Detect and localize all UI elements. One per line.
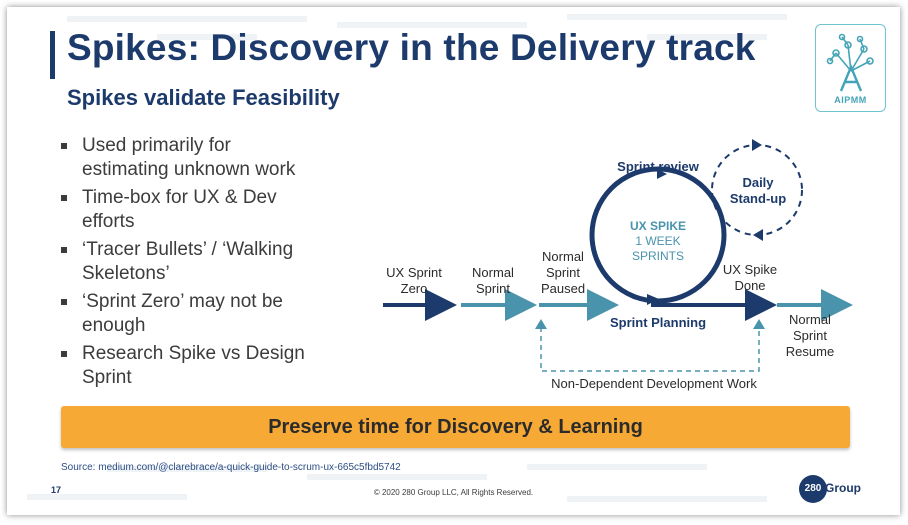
bullet-square-icon <box>61 247 67 253</box>
label-standup-2: Stand-up <box>730 191 786 206</box>
label-sprint-planning: Sprint Planning <box>610 315 706 330</box>
bullet-line: estimating unknown work <box>82 159 296 180</box>
label-resume-1: Normal <box>789 312 831 327</box>
bullet-line: Research Spike vs Design <box>82 343 305 364</box>
copyright-notice: © 2020 280 Group LLC, All Rights Reserve… <box>373 488 534 497</box>
bullet-item: ‘Tracer Bullets’ / ‘Walking Skeletons’ <box>57 238 357 286</box>
bullet-line: Time-box for UX & Dev <box>82 187 277 208</box>
label-ux-sprint-zero-2: Zero <box>401 281 428 296</box>
preserve-time-banner: Preserve time for Discovery & Learning <box>61 406 850 448</box>
bullet-line: efforts <box>82 211 135 232</box>
path-right-arrowhead-icon <box>753 319 765 329</box>
cycle-bottom-arrowhead-icon <box>647 294 659 305</box>
slide-title: Spikes: Discovery in the Delivery track <box>67 27 756 68</box>
sprint-flow-diagram: UX Sprint Zero Normal Sprint Normal Spri… <box>383 139 853 391</box>
logo-label: AIPMM <box>834 95 867 105</box>
bullet-line: ‘Sprint Zero’ may not be <box>82 291 283 312</box>
standup-top-arrowhead-icon <box>752 139 762 151</box>
label-non-dependent: Non-Dependent Development Work <box>551 376 757 391</box>
label-sprint-review: Sprint review <box>617 159 700 174</box>
brand-circle: 280 <box>799 475 827 503</box>
slide: Spikes: Discovery in the Delivery track … <box>7 7 900 515</box>
bullet-square-icon <box>61 299 67 305</box>
bullet-square-icon <box>61 351 67 357</box>
bullet-line: ‘Tracer Bullets’ / ‘Walking <box>82 239 294 260</box>
label-normal-sprint-2: Sprint <box>476 281 510 296</box>
280-group-logo: 280 Group <box>799 475 869 503</box>
label-resume-2: Sprint <box>793 328 827 343</box>
bullet-item: Research Spike vs Design Sprint <box>57 342 357 390</box>
cycle-top-arrowhead-icon <box>657 169 667 179</box>
aipmm-network-icon <box>826 33 874 92</box>
title-accent-bar <box>50 31 55 79</box>
label-normal-sprint-1: Normal <box>472 265 514 280</box>
label-ux-sprint-zero-1: UX Sprint <box>386 265 442 280</box>
brand-word: Group <box>825 481 861 495</box>
slide-subtitle: Spikes validate Feasibility <box>67 85 340 110</box>
label-standup-1: Daily <box>742 175 774 190</box>
bullet-item: Time-box for UX & Dev efforts <box>57 186 357 234</box>
bullet-line: Skeletons’ <box>82 263 170 284</box>
daily-standup-cycle <box>711 144 803 236</box>
label-ux-spike: UX SPIKE <box>630 219 686 233</box>
label-paused-1: Normal <box>542 249 584 264</box>
bullet-line: Used primarily for <box>82 135 231 156</box>
label-paused-3: Paused <box>541 281 585 296</box>
standup-bottom-arrowhead-icon <box>753 229 763 241</box>
ux-spike-cycle <box>589 166 727 304</box>
bullet-square-icon <box>61 195 67 201</box>
slide-number: 17 <box>51 485 62 495</box>
source-citation: Source: medium.com/@clarebrace/a-quick-g… <box>61 462 401 473</box>
bullet-item: Used primarily for estimating unknown wo… <box>57 134 357 182</box>
path-left-arrowhead-icon <box>535 319 547 329</box>
bullet-line: enough <box>82 315 146 336</box>
bullet-line: Sprint <box>82 367 132 388</box>
background-pattern <box>27 14 787 502</box>
aipmm-logo: AIPMM <box>815 24 886 112</box>
label-spike-done-2: Done <box>734 278 765 293</box>
bullet-list: Used primarily for estimating unknown wo… <box>57 134 357 394</box>
label-sprints: SPRINTS <box>632 249 684 263</box>
non-dependent-path <box>540 327 760 372</box>
bullet-item: ‘Sprint Zero’ may not be enough <box>57 290 357 338</box>
bullet-square-icon <box>61 143 67 149</box>
label-resume-3: Resume <box>786 344 834 359</box>
label-paused-2: Sprint <box>546 265 580 280</box>
label-spike-done-1: UX Spike <box>723 262 777 277</box>
label-one-week: 1 WEEK <box>635 234 680 248</box>
